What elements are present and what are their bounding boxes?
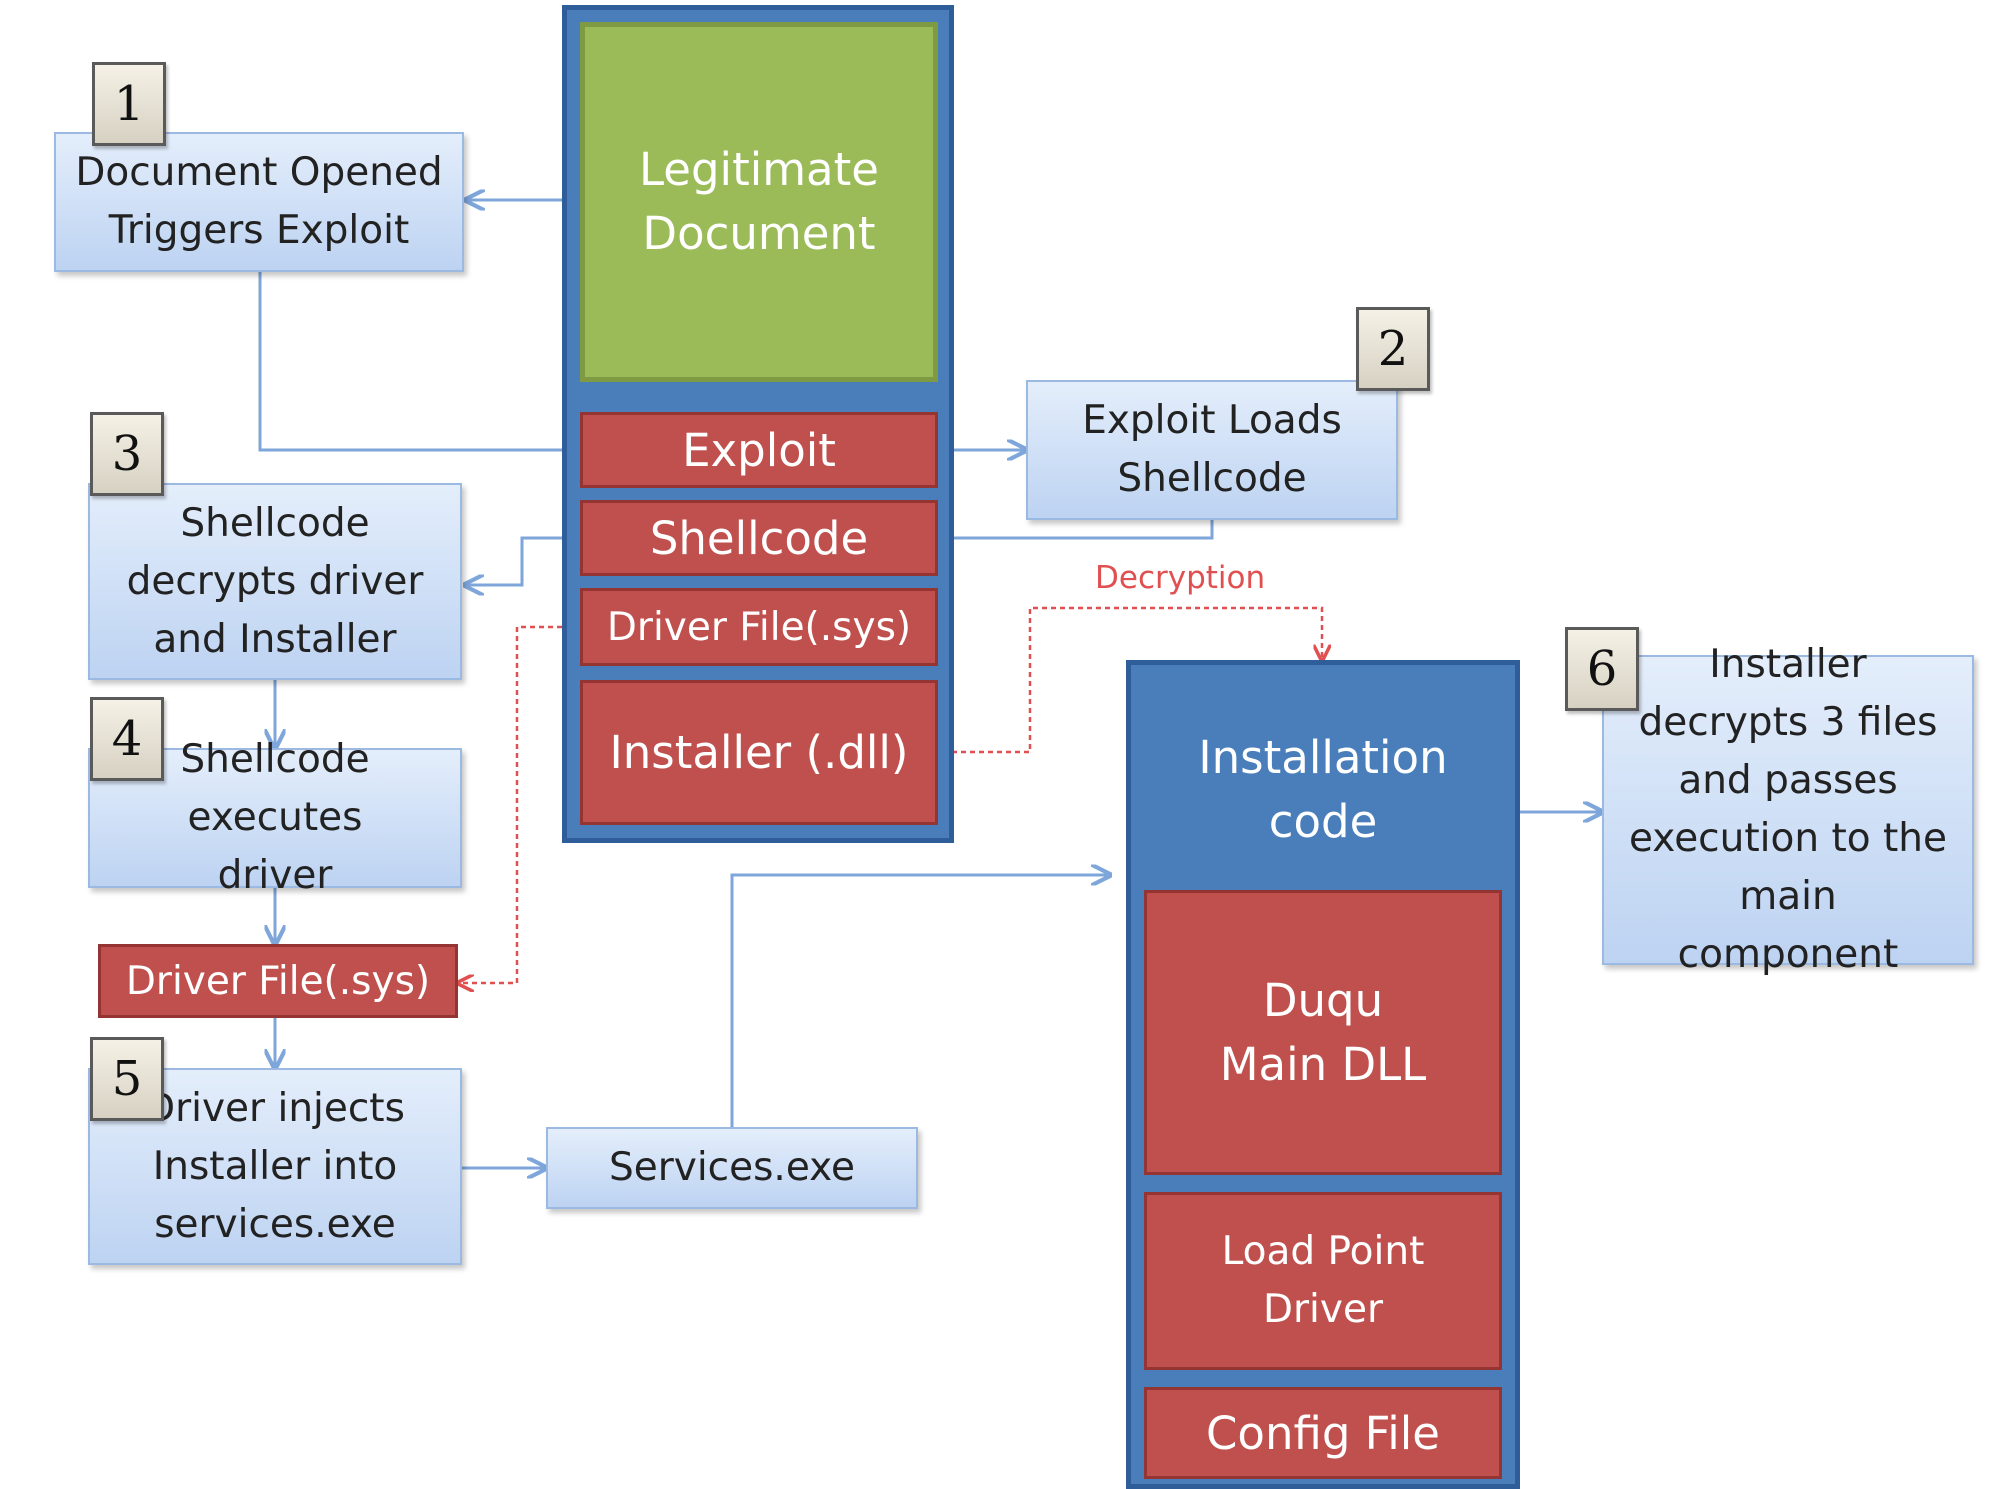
services-exe-box: Services.exe [546,1127,918,1209]
step5-number: 5 [111,1051,143,1107]
installation-code-label: Installation code [1198,731,1448,848]
step4-number: 4 [111,711,143,767]
decryption-label: Decryption [1095,560,1265,596]
line-step2-to-shellcode [954,520,1214,540]
step1-number: 1 [113,76,145,132]
arrow-shellcode-to-step3 [465,536,562,585]
step3-box: Shellcode decrypts driver and Installer [88,483,462,680]
step2-number: 2 [1377,321,1409,377]
arrow-driverfile-to-driver-block [458,625,580,983]
step1-badge: 1 [92,62,166,146]
config-file-label: Config File [1206,1406,1440,1460]
step2-text: Exploit Loads Shellcode [1082,398,1342,501]
step6-badge: 6 [1565,627,1639,711]
step1-box: Document Opened Triggers Exploit [54,132,464,272]
decryption-text: Decryption [1095,560,1266,596]
step4-text: Shellcode executes driver [180,737,370,898]
step2-box: Exploit Loads Shellcode [1026,380,1398,520]
step5-badge: 5 [90,1037,164,1121]
step6-number: 6 [1586,641,1618,697]
load-point-driver-block: Load Point Driver [1144,1192,1502,1370]
step5-box: Driver injects Installer into services.e… [88,1068,462,1265]
installer-block: Installer (.dll) [580,680,938,825]
driver-file-block-label: Driver File(.sys) [125,958,431,1004]
step6-box: Installer decrypts 3 files and passes ex… [1602,642,1974,977]
services-exe-label: Services.exe [608,1145,856,1190]
driver-file-block: Driver File(.sys) [98,944,458,1018]
config-file-block: Config File [1144,1387,1502,1479]
step6-text: Installer decrypts 3 files and passes ex… [1629,642,1947,977]
driver-file-block-in-document: Driver File(.sys) [580,588,938,666]
exploit-block: Exploit [580,412,938,488]
duqu-main-dll-block: Duqu Main DLL [1144,890,1502,1175]
driver-file-label: Driver File(.sys) [606,604,912,650]
step3-badge: 3 [90,412,164,496]
step2-badge: 2 [1356,307,1430,391]
load-point-driver-label: Load Point Driver [1221,1229,1425,1332]
shellcode-block: Shellcode [580,500,938,576]
arrow-services-to-installation [730,875,1110,1127]
step5-text: Driver injects Installer into services.e… [145,1085,405,1247]
step3-text: Shellcode decrypts driver and Installer [126,500,424,662]
installation-code-title: Installation code [1160,715,1486,865]
line-step1-to-exploit [258,272,562,452]
installer-label: Installer (.dll) [609,726,909,779]
shellcode-label: Shellcode [649,511,869,565]
step4-badge: 4 [90,697,164,781]
duqu-main-dll-label: Duqu Main DLL [1219,973,1427,1091]
legitimate-document-label: Legitimate Document [639,143,879,260]
exploit-label: Exploit [682,423,836,477]
step3-number: 3 [111,426,143,482]
arrow-installer-decryption [943,606,1322,754]
legitimate-document-block: Legitimate Document [580,22,938,382]
step1-text: Document Opened Triggers Exploit [75,150,443,253]
